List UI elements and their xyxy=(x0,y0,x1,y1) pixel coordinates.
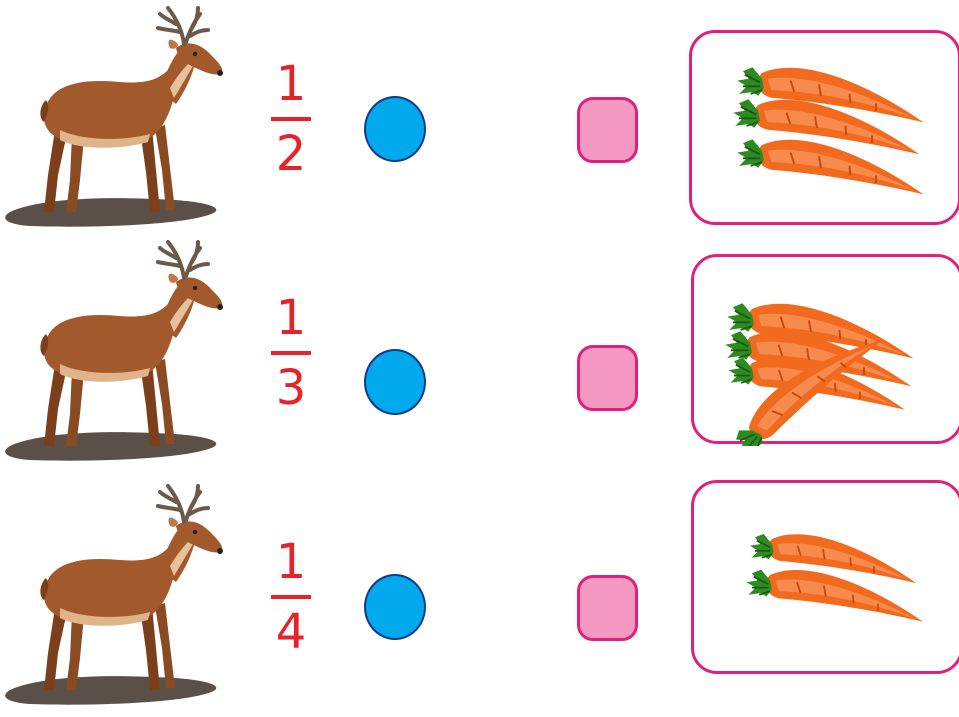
carrot-bundle xyxy=(694,257,959,446)
deer-icon xyxy=(0,0,230,239)
right-answer-box[interactable] xyxy=(577,97,638,163)
left-match-dot[interactable] xyxy=(364,96,426,162)
denominator: 4 xyxy=(262,608,320,656)
fraction: 1 4 xyxy=(262,530,320,660)
numerator: 1 xyxy=(262,538,320,586)
denominator: 2 xyxy=(262,130,320,178)
denominator: 3 xyxy=(262,364,320,412)
numerator: 1 xyxy=(262,60,320,108)
left-match-dot[interactable] xyxy=(364,349,426,415)
row-1: 1 2 xyxy=(0,0,959,239)
carrot-bundle xyxy=(694,483,959,672)
right-answer-box[interactable] xyxy=(577,575,638,641)
fraction-bar xyxy=(271,117,311,121)
fraction: 1 3 xyxy=(262,286,320,416)
right-answer-box[interactable] xyxy=(577,345,638,411)
left-match-dot[interactable] xyxy=(364,574,426,640)
row-2: 1 3 xyxy=(0,234,959,473)
fraction-bar xyxy=(271,351,311,355)
carrot-bundle xyxy=(692,33,958,222)
numerator: 1 xyxy=(262,294,320,342)
carrot-card xyxy=(689,30,959,225)
row-3: 1 4 xyxy=(0,478,959,717)
deer-icon xyxy=(0,234,230,473)
deer-icon xyxy=(0,478,230,717)
carrot-card xyxy=(691,480,959,674)
carrot-card xyxy=(691,254,959,444)
fraction-bar xyxy=(271,595,311,599)
fraction: 1 2 xyxy=(262,52,320,182)
